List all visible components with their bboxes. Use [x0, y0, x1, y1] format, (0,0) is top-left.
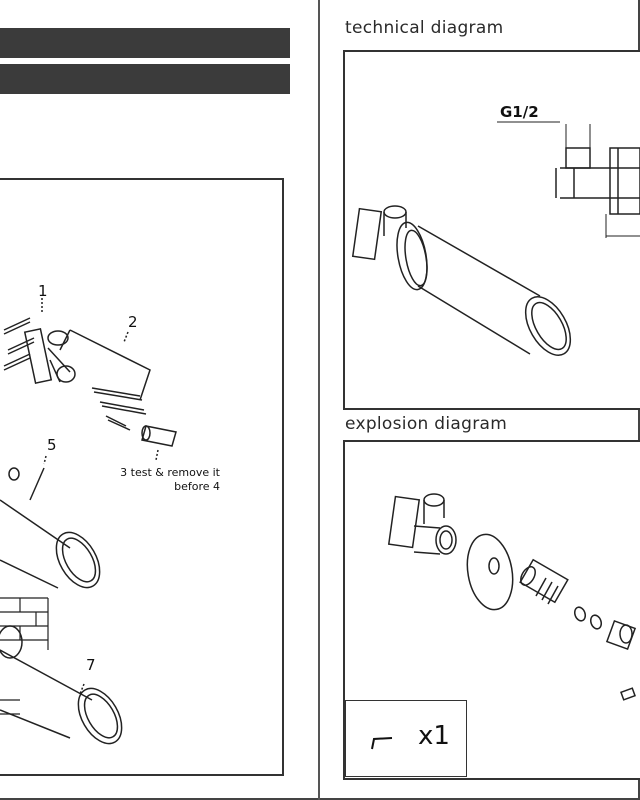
thread-dimension-label: G1/2	[500, 103, 539, 121]
page-divider	[318, 0, 320, 800]
grub-screw	[620, 687, 636, 701]
wall-plate	[23, 328, 53, 384]
callout-7: 7	[86, 656, 96, 674]
escutcheon	[466, 533, 514, 611]
wall-bracket	[387, 495, 421, 549]
test-plug	[141, 425, 177, 447]
o-ring-2	[589, 614, 603, 630]
technical-diagram-frame	[343, 50, 640, 410]
header-bar-top	[0, 28, 290, 58]
accessory-quantity: x1	[418, 721, 450, 751]
callout-2: 2	[128, 313, 138, 331]
o-ring-1	[573, 606, 587, 622]
allen-key-icon	[371, 737, 393, 750]
callout-5: 5	[47, 436, 57, 454]
accessory-box: x1	[345, 700, 467, 777]
explosion-diagram-title: explosion diagram	[345, 414, 508, 434]
test-note-line-2: before 4	[174, 480, 220, 493]
technical-diagram-title: technical diagram	[345, 18, 504, 38]
test-note: 3 test & remove it before 4	[96, 466, 220, 494]
nut	[605, 619, 637, 651]
test-note-line-1: 3 test & remove it	[120, 466, 220, 479]
callout-1: 1	[38, 282, 48, 300]
anchor-screws	[3, 317, 35, 371]
header-bar-bottom	[0, 64, 290, 94]
